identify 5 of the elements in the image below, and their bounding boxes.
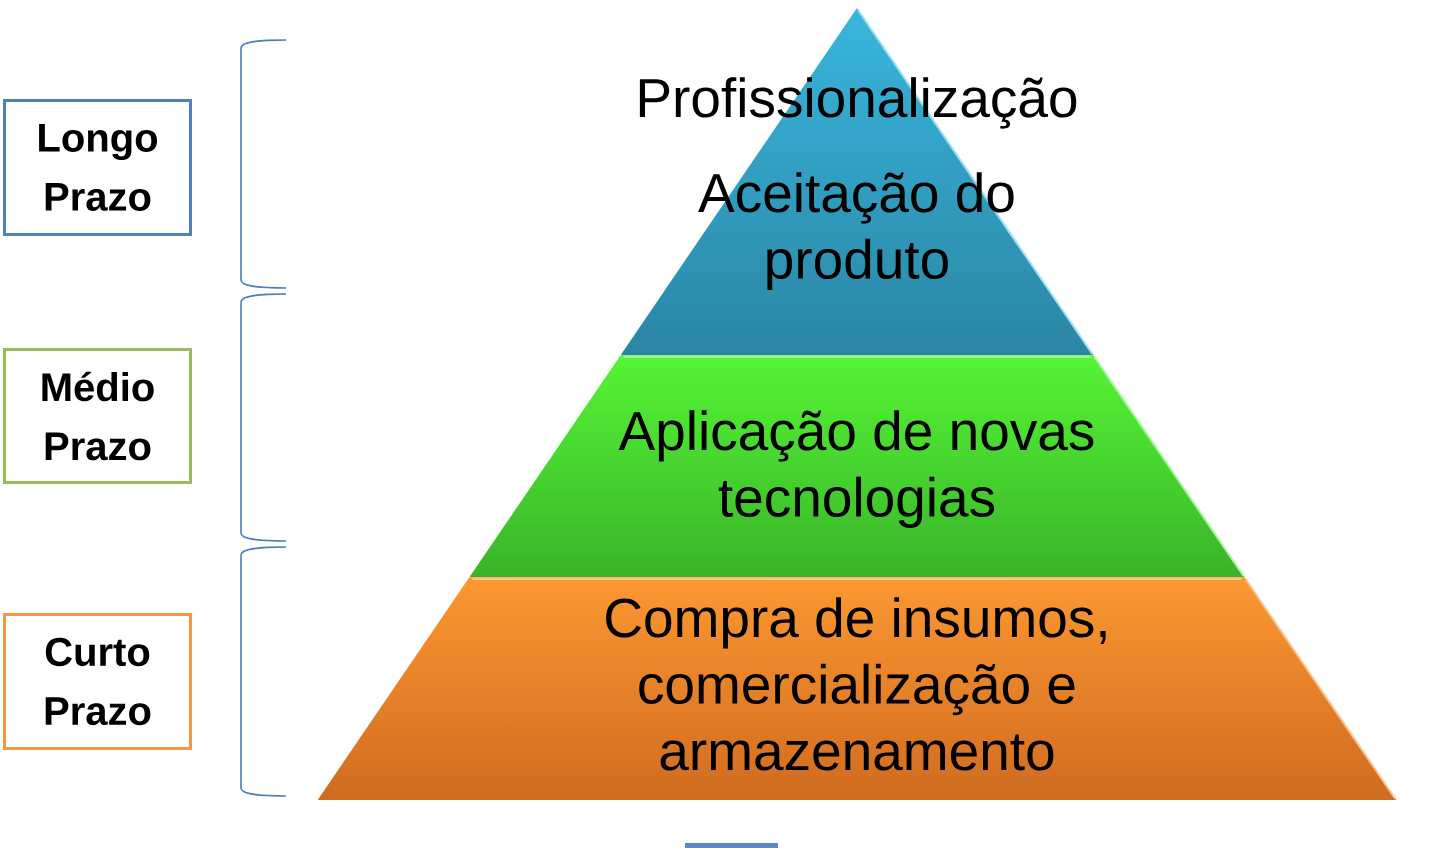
term-box: Médio Prazo — [3, 348, 192, 484]
term-box: Curto Prazo — [3, 613, 192, 750]
pyramid-tier: Compra de insumos, comercialização e armazenamento — [471, 578, 1397, 800]
pyramid-tier: Aplicação de novas tecnologias — [618, 356, 1245, 577]
term-box: Longo Prazo — [3, 99, 192, 236]
